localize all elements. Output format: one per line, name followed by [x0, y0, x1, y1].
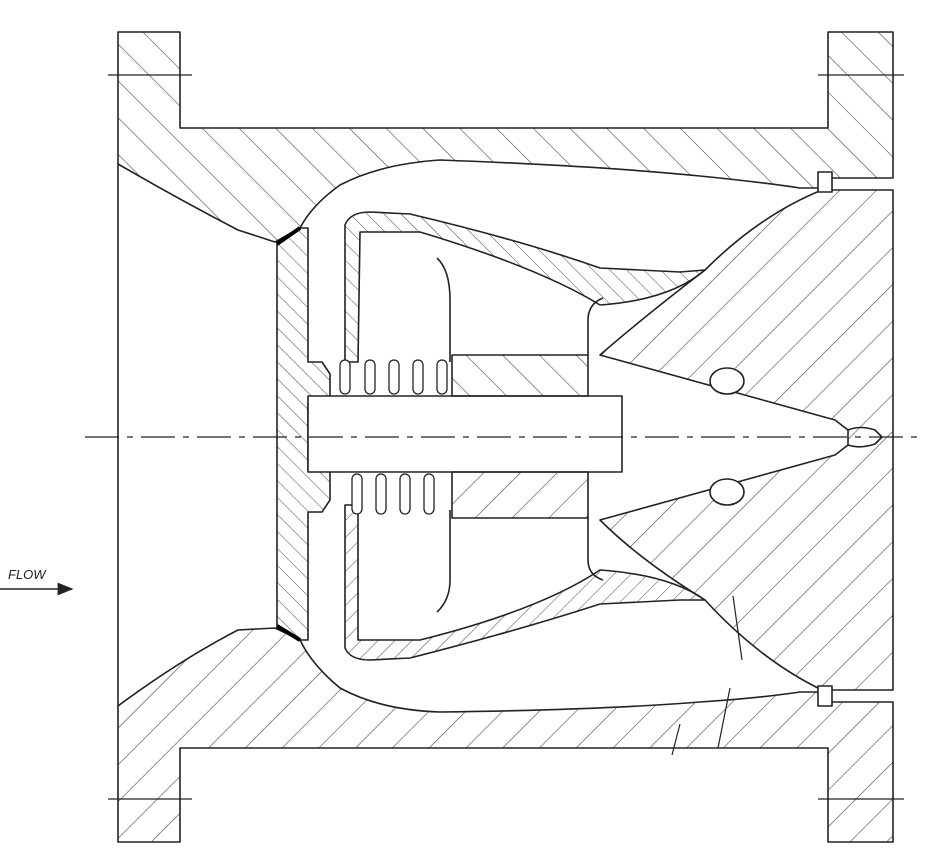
- lower-retainer: [817, 685, 833, 707]
- valve-stem: [307, 395, 623, 473]
- guide-bushing-upper: [451, 354, 589, 397]
- internal-cone: [599, 189, 894, 691]
- guide-bushing-lower: [451, 471, 589, 519]
- port-hole-upper: [709, 367, 745, 395]
- flange-bolt-lines: [108, 74, 904, 800]
- upper-guide-wall: [344, 211, 706, 363]
- guide-rib-upper-left: [436, 257, 451, 362]
- spring-lower: [351, 473, 435, 515]
- lower-seat-contact: [275, 624, 302, 642]
- guide-rib-upper-right: [587, 297, 604, 356]
- spring-upper: [339, 359, 448, 395]
- guide-rib-lower-left: [436, 510, 451, 613]
- lower-guide-wall: [344, 504, 706, 661]
- port-hole-lower: [709, 478, 745, 506]
- upper-valve-body: [117, 31, 894, 243]
- break-marks: [671, 595, 743, 756]
- upper-retainer: [817, 171, 833, 193]
- lower-valve-body: [117, 627, 894, 843]
- guide-rib-lower-right: [587, 518, 604, 581]
- upper-seat-contact: [275, 226, 302, 246]
- flow-label: FLOW: [8, 567, 47, 582]
